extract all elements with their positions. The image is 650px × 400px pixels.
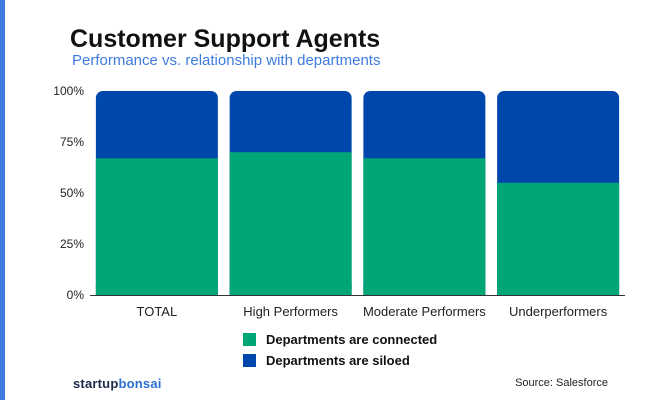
stacked-bar-chart: 0% 25% 50% 75% 100% TOTAL High Performers Moder… [53, 84, 625, 319]
bar-connected [363, 158, 486, 295]
legend-swatch-connected [243, 333, 256, 346]
bar-connected [497, 182, 620, 295]
source-credit: Source: Salesforce [515, 377, 608, 389]
legend-item-connected: Departments are connected [243, 330, 437, 349]
y-tick-label: 25% [60, 237, 84, 251]
x-tick-label: High Performers [243, 304, 338, 319]
accent-stripe [0, 0, 5, 400]
x-tick-label: Moderate Performers [363, 304, 486, 319]
legend-label-siloed: Departments are siloed [266, 353, 410, 368]
chart-legend: Departments are connected Departments ar… [243, 330, 437, 372]
y-tick-label: 0% [67, 288, 85, 302]
legend-item-siloed: Departments are siloed [243, 351, 437, 370]
y-tick-label: 100% [53, 84, 84, 98]
startupbonsai-logo: startupbonsai [73, 376, 162, 391]
legend-label-connected: Departments are connected [266, 332, 438, 347]
legend-swatch-siloed [243, 354, 256, 367]
chart-title: Customer Support Agents [70, 25, 381, 53]
logo-text-startup: startup [73, 376, 119, 391]
bar-connected [229, 152, 352, 295]
y-tick-label: 75% [60, 135, 84, 149]
chart-subtitle: Performance vs. relationship with depart… [72, 52, 381, 69]
x-tick-label: Underperformers [509, 304, 608, 319]
x-tick-label: TOTAL [137, 304, 178, 319]
y-tick-label: 50% [60, 186, 84, 200]
logo-text-bonsai: bonsai [118, 376, 162, 391]
bar-connected [95, 158, 218, 295]
